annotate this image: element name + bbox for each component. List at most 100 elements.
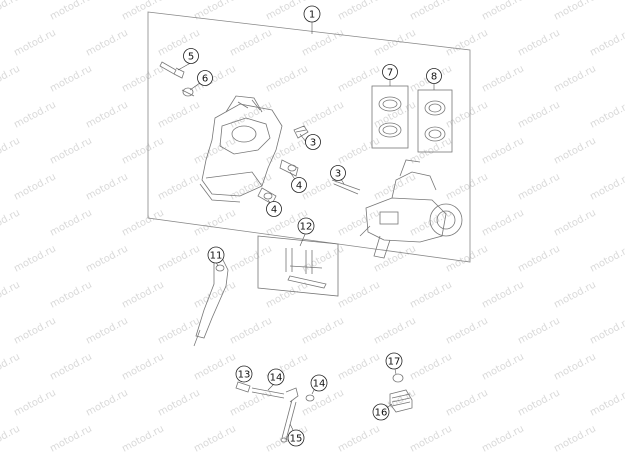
- linkage-rod-parts: [235, 381, 315, 443]
- watermark-text: motod.ru: [336, 423, 382, 454]
- watermark-text: motod.ru: [228, 315, 274, 346]
- watermark-text: motod.ru: [552, 279, 598, 310]
- watermark-text: motod.ru: [480, 207, 526, 238]
- callout-3a: 3: [305, 134, 321, 150]
- watermark-text: motod.ru: [192, 0, 238, 23]
- watermark-text: motod.ru: [48, 135, 94, 166]
- watermark-text: motod.ru: [192, 207, 238, 238]
- watermark-text: motod.ru: [444, 27, 490, 58]
- callout-13: 13: [235, 365, 253, 383]
- watermark-text: motod.ru: [552, 63, 598, 94]
- watermark-text: motod.ru: [228, 243, 274, 274]
- watermark-text: motod.ru: [12, 27, 58, 58]
- watermark-text: motod.ru: [264, 63, 310, 94]
- watermark-text: motod.ru: [12, 171, 58, 202]
- watermark-text: motod.ru: [192, 423, 238, 454]
- callout-15: 15: [287, 429, 305, 447]
- watermark-text: motod.ru: [0, 207, 22, 238]
- callout-label: 3: [310, 138, 316, 149]
- watermark-text: motod.ru: [336, 279, 382, 310]
- callout-14a: 14: [267, 368, 285, 386]
- watermark-text: motod.ru: [588, 171, 625, 202]
- watermark-text: motod.ru: [588, 243, 625, 274]
- watermark-text: motod.ru: [336, 351, 382, 382]
- watermark-text: motod.ru: [192, 351, 238, 382]
- watermark-text: motod.ru: [156, 243, 202, 274]
- watermark-text: motod.ru: [480, 279, 526, 310]
- callout-label: 11: [210, 251, 223, 262]
- watermark-text: motod.ru: [588, 27, 625, 58]
- watermark-text: motod.ru: [300, 387, 346, 418]
- watermark-text: motod.ru: [0, 279, 22, 310]
- callout-7: 7: [382, 64, 398, 80]
- watermark-text: motod.ru: [84, 315, 130, 346]
- watermark-text: motod.ru: [48, 0, 94, 23]
- callout-4a: 4: [291, 177, 307, 193]
- watermark-text: motod.ru: [300, 243, 346, 274]
- watermark-text: motod.ru: [12, 387, 58, 418]
- watermark-text: motod.ru: [588, 315, 625, 346]
- watermark-text: motod.ru: [552, 207, 598, 238]
- master-cylinder-illustration: [359, 159, 463, 259]
- watermark-text: motod.ru: [48, 207, 94, 238]
- callout-5: 5: [183, 48, 199, 64]
- watermark-text: motod.ru: [408, 423, 454, 454]
- callout-label: 3: [335, 169, 341, 180]
- callout-11: 11: [207, 246, 225, 264]
- watermark-text: motod.ru: [228, 171, 274, 202]
- watermark-text: motod.ru: [120, 351, 166, 382]
- watermark-text: motod.ru: [516, 387, 562, 418]
- watermark-text: motod.ru: [408, 0, 454, 23]
- watermark-text: motod.ru: [48, 351, 94, 382]
- brake-caliper-illustration: [199, 95, 283, 203]
- watermark-text: motod.ru: [156, 387, 202, 418]
- watermark-text: motod.ru: [12, 243, 58, 274]
- watermark-text: motod.ru: [444, 171, 490, 202]
- watermark-text: motod.ru: [228, 387, 274, 418]
- watermark-text: motod.ru: [156, 315, 202, 346]
- callout-label: 5: [188, 52, 194, 63]
- callout-17: 17: [385, 352, 403, 370]
- watermark-text: motod.ru: [408, 207, 454, 238]
- watermark-text: motod.ru: [48, 279, 94, 310]
- watermark-text: motod.ru: [336, 135, 382, 166]
- watermark-text: motod.ru: [372, 243, 418, 274]
- watermark-text: motod.ru: [228, 27, 274, 58]
- watermark-text: motod.ru: [0, 63, 22, 94]
- watermark-text: motod.ru: [0, 351, 22, 382]
- watermark-text: motod.ru: [480, 423, 526, 454]
- watermark-text: motod.ru: [552, 423, 598, 454]
- watermark-text: motod.ru: [156, 99, 202, 130]
- callout-label: 1: [309, 10, 315, 21]
- callout-label: 4: [271, 205, 277, 216]
- watermark-text: motod.ru: [120, 135, 166, 166]
- watermark-text: motod.ru: [0, 0, 22, 23]
- watermark-text: motod.ru: [516, 99, 562, 130]
- watermark-text: motod.ru: [300, 27, 346, 58]
- watermark-text: motod.ru: [120, 0, 166, 23]
- brake-arm-11: [193, 257, 229, 347]
- watermark-text: motod.ru: [408, 351, 454, 382]
- callout-6: 6: [197, 70, 213, 86]
- pad-pin-kit-12: [257, 235, 339, 297]
- watermark-text: motod.ru: [0, 135, 22, 166]
- watermark-text: motod.ru: [120, 207, 166, 238]
- watermark-text: motod.ru: [516, 243, 562, 274]
- watermark-text: motod.ru: [480, 63, 526, 94]
- callout-label: 8: [431, 72, 437, 83]
- callout-8: 8: [426, 68, 442, 84]
- watermark-text: motod.ru: [444, 387, 490, 418]
- watermark-text: motod.ru: [156, 171, 202, 202]
- watermark-text: motod.ru: [120, 423, 166, 454]
- watermark-text: motod.ru: [84, 99, 130, 130]
- watermark-text: motod.ru: [552, 135, 598, 166]
- watermark-text: motod.ru: [516, 315, 562, 346]
- callout-16: 16: [372, 403, 390, 421]
- callout-label: 17: [388, 357, 401, 368]
- watermark-text: motod.ru: [84, 27, 130, 58]
- watermark-text: motod.ru: [120, 63, 166, 94]
- watermark-text: motod.ru: [552, 351, 598, 382]
- watermark-text: motod.ru: [300, 315, 346, 346]
- callout-14b: 14: [310, 374, 328, 392]
